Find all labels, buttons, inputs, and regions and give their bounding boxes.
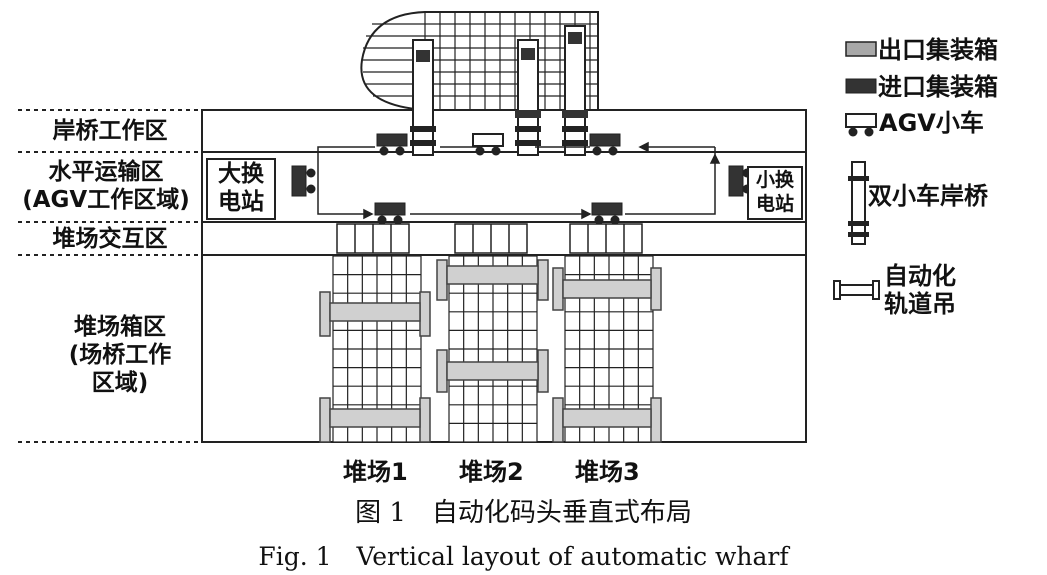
legend-rmg-line2: 轨道吊 bbox=[884, 290, 956, 318]
legend-icons bbox=[833, 41, 880, 300]
interchange-cells bbox=[336, 223, 643, 254]
agv-empty bbox=[472, 133, 504, 156]
legend-crane-label: 双小车岸桥 bbox=[868, 182, 988, 210]
ship bbox=[360, 11, 599, 111]
small-swap-station-line1: 小换 bbox=[755, 169, 794, 191]
agv-charging-left bbox=[291, 165, 316, 197]
legend-export-label: 出口集装箱 bbox=[878, 36, 998, 64]
quay-crane-3 bbox=[562, 25, 588, 156]
zone-label-yard-line2: (场桥工作 bbox=[68, 342, 172, 368]
zone-label-interchange: 堆场交互区 bbox=[52, 226, 168, 252]
import-container-icon bbox=[845, 78, 877, 94]
zone-label-horizontal-line1: 水平运输区 bbox=[48, 159, 164, 185]
legend-agv-label: AGV小车 bbox=[879, 109, 984, 137]
rmg-cranes bbox=[319, 259, 662, 443]
quay-crane-1 bbox=[410, 39, 436, 156]
big-swap-station: 大换 电站 bbox=[206, 158, 276, 220]
zone-label-yard-line1: 堆场箱区 bbox=[74, 314, 166, 340]
big-swap-station-line2: 电站 bbox=[218, 189, 264, 215]
zone-label-quay: 岸桥工作区 bbox=[52, 118, 168, 144]
zone-label-yard: 堆场箱区 (场桥工作 区域) bbox=[40, 313, 200, 397]
agv-loaded-3 bbox=[374, 202, 406, 225]
big-swap-station-line1: 大换 bbox=[218, 161, 264, 187]
zone-label-horizontal-line2: (AGV工作区域) bbox=[22, 187, 190, 213]
quay-crane-icon bbox=[848, 161, 869, 245]
legend-import-label: 进口集装箱 bbox=[878, 73, 998, 101]
rmg-icon bbox=[833, 280, 880, 300]
yard-label-3: 堆场3 bbox=[575, 458, 640, 486]
export-container-icon bbox=[845, 41, 877, 57]
legend-rmg-line1: 自动化 bbox=[884, 262, 956, 290]
caption-zh: 图 1 自动化码头垂直式布局 bbox=[355, 498, 692, 528]
agv-route bbox=[317, 141, 721, 220]
yard-label-1: 堆场1 bbox=[343, 458, 408, 486]
quay-crane-2 bbox=[515, 39, 541, 156]
agv-loaded-4 bbox=[591, 202, 623, 225]
agv-icon bbox=[845, 113, 877, 137]
small-swap-station: 小换 电站 bbox=[747, 166, 803, 220]
zone-label-horizontal: 水平运输区 (AGV工作区域) bbox=[10, 158, 202, 214]
small-swap-station-line2: 电站 bbox=[755, 193, 794, 215]
caption-en: Fig. 1 Vertical layout of automatic whar… bbox=[258, 542, 789, 571]
agv-loaded-1 bbox=[376, 133, 408, 156]
legend-rmg-label: 自动化 轨道吊 bbox=[884, 262, 956, 318]
yard-label-2: 堆场2 bbox=[459, 458, 524, 486]
agv-loaded-2 bbox=[589, 133, 621, 156]
zone-label-yard-line3: 区域) bbox=[91, 370, 149, 396]
